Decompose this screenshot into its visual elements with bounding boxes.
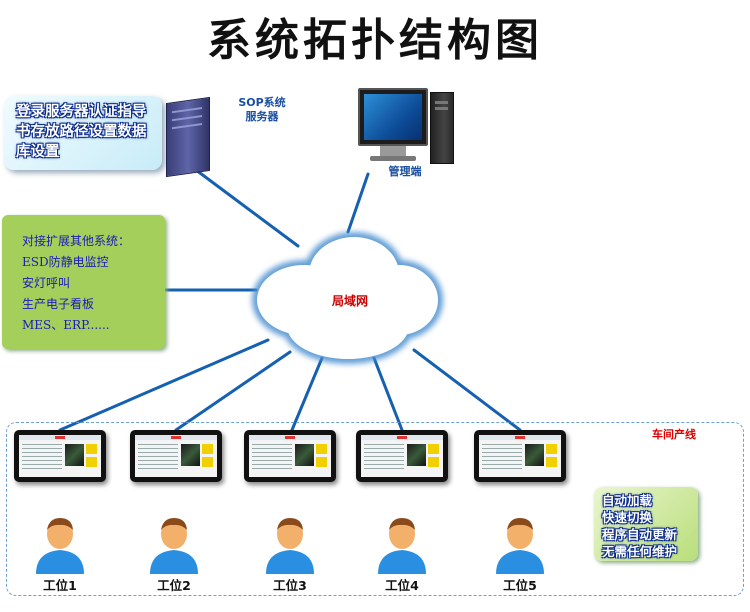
terminal-screen: [361, 435, 443, 477]
server-note-line: 登录服务器认证指导: [16, 104, 147, 120]
worker-icon: [496, 518, 544, 574]
integration-heading: 对接扩展其他系统：: [22, 234, 131, 248]
worker-icon: [150, 518, 198, 574]
integration-item: 安灯呼叫: [22, 276, 71, 290]
station-label: 工位1: [43, 578, 77, 593]
station-terminal: [356, 430, 448, 482]
station-terminal: [474, 430, 566, 482]
station-label: 工位4: [385, 578, 419, 593]
feature-item: 无需任何维护: [602, 544, 678, 559]
server-note-line: 书存放路径设置数据: [16, 124, 147, 140]
station-label: 工位5: [503, 578, 537, 593]
station-label: 工位2: [157, 578, 191, 593]
lan-label: 局域网: [331, 294, 368, 308]
server-icon: [166, 96, 210, 178]
link-station-5: [412, 348, 522, 432]
link-station-2: [174, 350, 292, 432]
integration-note: 对接扩展其他系统： ESD防静电监控 安灯呼叫 生产电子看板 MES、ERP..…: [2, 215, 165, 349]
integration-item: MES、ERP......: [22, 318, 110, 332]
worker-icon: [378, 518, 426, 574]
station-terminal: [14, 430, 106, 482]
link-station-4: [372, 356, 404, 432]
link-station-3: [290, 356, 324, 432]
terminal-screen: [479, 435, 561, 477]
monitor-stand: [380, 146, 406, 156]
diagram-title: 系统拓扑结构图: [207, 15, 543, 66]
feature-item: 快速切换: [602, 510, 653, 525]
monitor-base: [370, 156, 416, 161]
station-label: 工位3: [273, 578, 307, 593]
link-client: [346, 172, 370, 234]
lan-cloud-icon: [252, 232, 443, 364]
workshop-label: 车间产线: [652, 428, 696, 441]
integration-item: 生产电子看板: [22, 297, 95, 311]
server-label-line: 服务器: [245, 110, 279, 123]
server-label: SOP系统 服务器: [232, 96, 292, 124]
pc-tower-icon: [430, 92, 454, 164]
station-terminal: [130, 430, 222, 482]
client-label: 管理端: [388, 165, 422, 178]
worker-icon: [36, 518, 84, 574]
link-station-1: [58, 338, 270, 432]
monitor-screen: [364, 94, 422, 140]
features-note: 自动加载 快速切换 程序自动更新 无需任何维护: [594, 487, 698, 561]
server-note-line: 库设置: [16, 144, 60, 160]
link-server: [194, 168, 300, 248]
integration-item: ESD防静电监控: [22, 255, 109, 269]
server-config-note: 登录服务器认证指导 书存放路径设置数据 库设置: [4, 96, 162, 170]
station-terminal: [244, 430, 336, 482]
feature-item: 自动加载: [602, 493, 653, 508]
terminal-screen: [249, 435, 331, 477]
monitor-icon: [358, 88, 428, 146]
server-label-line: SOP系统: [238, 96, 286, 109]
worker-icon: [266, 518, 314, 574]
terminal-screen: [135, 435, 217, 477]
feature-item: 程序自动更新: [602, 527, 678, 542]
terminal-screen: [19, 435, 101, 477]
workshop-area: [6, 422, 744, 596]
